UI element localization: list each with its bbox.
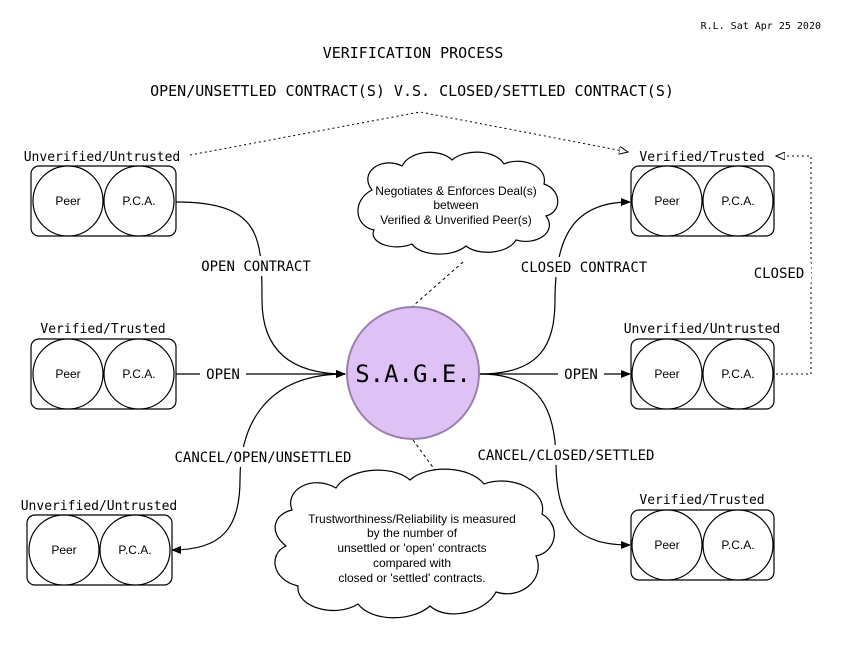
open-contract-edge	[175, 201, 346, 378]
pca-label: P.C.A.	[721, 538, 754, 552]
cloud-top: Negotiates & Enforces Deal(s) between Ve…	[357, 151, 559, 255]
peer-node	[28, 514, 100, 586]
closed-contract-edge	[479, 198, 631, 375]
diagram-subtitle: OPEN/UNSETTLED CONTRACT(S) V.S. CLOSED/S…	[150, 82, 674, 100]
label-cancel-open: CANCEL/OPEN/UNSETTLED	[160, 447, 366, 467]
pca-node	[702, 165, 774, 237]
cloud-top-line3: Verified & Unverified Peer(s)	[380, 213, 531, 227]
peer-group-top-left: Unverified/Untrusted Peer P.C.A.	[24, 150, 181, 237]
label-closed-side: CLOSED	[747, 263, 811, 283]
svg-text:CLOSED CONTRACT: CLOSED CONTRACT	[521, 260, 648, 276]
label-open-contract: OPEN CONTRACT	[190, 256, 322, 276]
label-closed-contract: CLOSED CONTRACT	[508, 257, 660, 277]
cloud-top-line2: between	[433, 198, 478, 212]
peer-group-mid-left: Verified/Trusted Peer P.C.A.	[30, 322, 177, 410]
peer-label: Peer	[51, 543, 76, 557]
group-label: Unverified/Untrusted	[21, 499, 178, 514]
author-date: R.L. Sat Apr 25 2020	[701, 21, 821, 32]
sage-label: S.A.G.E.	[355, 360, 471, 388]
cloud-bottom: Trustworthiness/Reliability is measured …	[274, 468, 555, 619]
closed-feedback-connector	[776, 156, 812, 375]
peer-group-bottom-left: Unverified/Untrusted Peer P.C.A.	[21, 499, 178, 586]
diagram-title: VERIFICATION PROCESS	[323, 44, 504, 62]
peer-group-bottom-right: Verified/Trusted Peer P.C.A.	[630, 493, 775, 581]
group-label: Verified/Trusted	[40, 322, 165, 337]
sage-node: S.A.G.E.	[346, 306, 480, 440]
group-label: Verified/Trusted	[639, 493, 764, 508]
label-cancel-closed: CANCEL/CLOSED/SETTLED	[462, 445, 670, 465]
label-open-right: OPEN	[558, 365, 604, 384]
peer-node	[631, 165, 703, 237]
cloud-bottom-line5: closed or 'settled' contracts.	[338, 571, 485, 585]
pca-label: P.C.A.	[118, 543, 151, 557]
group-label: Verified/Trusted	[639, 150, 764, 165]
group-label: Unverified/Untrusted	[624, 322, 781, 337]
peer-label: Peer	[654, 367, 679, 381]
peer-node	[631, 509, 703, 581]
cloud-bottom-line3: unsettled or 'open' contracts	[337, 541, 486, 555]
pca-node	[99, 514, 171, 586]
cloud-bottom-pointer	[412, 439, 452, 493]
label-open-left: OPEN	[200, 365, 246, 384]
cloud-top-pointer	[412, 261, 464, 307]
peer-node	[631, 338, 703, 410]
trust-transition-connector	[189, 111, 628, 156]
peer-group-mid-right: Unverified/Untrusted Peer P.C.A.	[624, 322, 781, 410]
pca-node	[702, 338, 774, 410]
svg-text:CLOSED: CLOSED	[754, 266, 805, 282]
pca-node	[702, 509, 774, 581]
peer-label: Peer	[55, 194, 80, 208]
cloud-top-line1: Negotiates & Enforces Deal(s)	[375, 184, 536, 198]
group-label: Unverified/Untrusted	[24, 150, 181, 165]
svg-text:OPEN CONTRACT: OPEN CONTRACT	[201, 259, 311, 275]
peer-group-top-right: Verified/Trusted Peer P.C.A.	[630, 150, 775, 237]
pca-label: P.C.A.	[721, 367, 754, 381]
cloud-bottom-line2: by the number of	[367, 526, 458, 540]
svg-text:CANCEL/OPEN/UNSETTLED: CANCEL/OPEN/UNSETTLED	[174, 450, 351, 466]
pca-label: P.C.A.	[721, 194, 754, 208]
peer-node	[32, 165, 104, 237]
svg-text:OPEN: OPEN	[206, 367, 240, 383]
svg-text:OPEN: OPEN	[564, 367, 598, 383]
cancel-open-edge	[171, 373, 346, 554]
pca-node	[103, 165, 175, 237]
cloud-bottom-line1: Trustworthiness/Reliability is measured	[308, 512, 516, 526]
peer-label: Peer	[654, 194, 679, 208]
pca-label: P.C.A.	[122, 194, 155, 208]
svg-text:CANCEL/CLOSED/SETTLED: CANCEL/CLOSED/SETTLED	[477, 448, 654, 464]
peer-label: Peer	[654, 538, 679, 552]
peer-node	[32, 338, 104, 410]
pca-label: P.C.A.	[122, 367, 155, 381]
peer-label: Peer	[55, 367, 80, 381]
pca-node	[103, 338, 175, 410]
cloud-bottom-line4: compared with	[373, 556, 451, 570]
